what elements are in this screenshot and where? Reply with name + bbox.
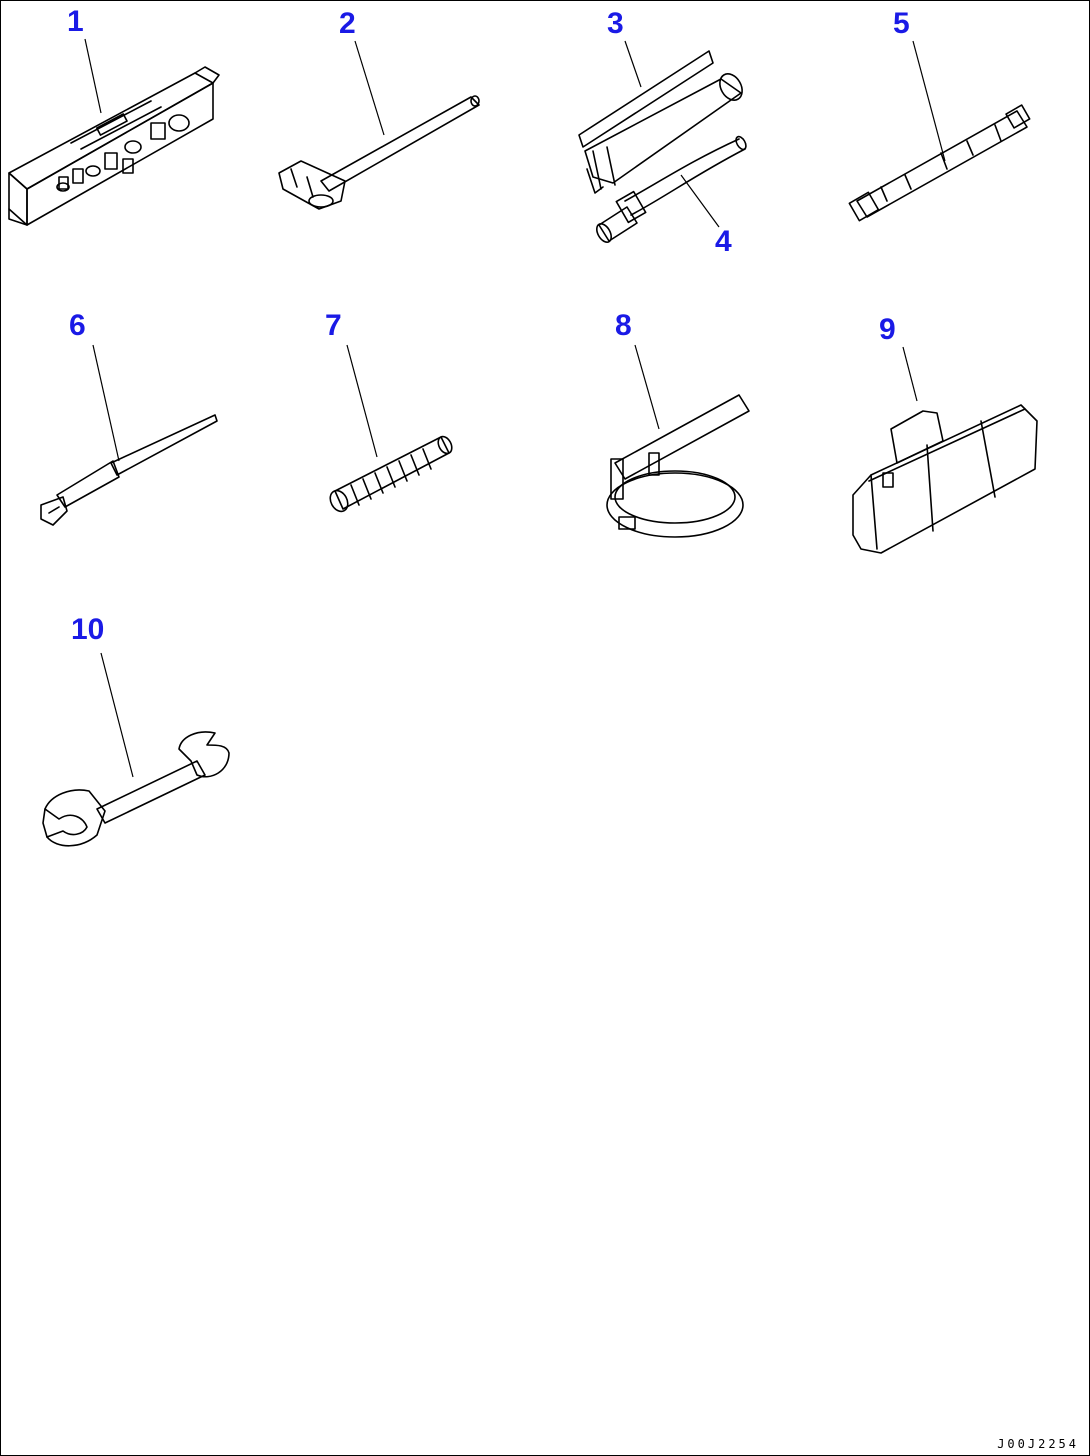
grease-hose-drawing: [595, 135, 747, 243]
open-end-wrench-drawing: [42, 731, 230, 847]
leader-4: [680, 174, 720, 228]
leader-5: [912, 40, 946, 162]
part-label-2: 2: [339, 7, 356, 40]
leader-2: [354, 40, 385, 136]
grease-gun-drawing: [578, 50, 743, 194]
part-label-5: 5: [893, 7, 910, 40]
part-label-6: 6: [69, 309, 86, 342]
part-label-3: 3: [607, 7, 624, 40]
pry-bar-drawing: [40, 414, 218, 526]
part-label-8: 8: [615, 309, 632, 342]
tool-bag-drawing: [852, 404, 1038, 554]
drawing-code: J00J2254: [997, 1437, 1079, 1451]
part-label-4: 4: [715, 225, 732, 258]
filter-wrench-drawing: [606, 394, 750, 538]
socket-set-case-drawing: [8, 66, 220, 226]
part-label-9: 9: [879, 313, 896, 346]
leader-6: [92, 344, 120, 462]
part-label-7: 7: [325, 309, 342, 342]
leader-3: [624, 40, 642, 88]
part-label-10: 10: [71, 613, 105, 646]
t-handle-drawing: [278, 95, 480, 210]
leader-8: [634, 344, 660, 430]
leader-10: [100, 652, 134, 778]
leader-lines: [84, 38, 946, 778]
part-label-1: 1: [67, 5, 84, 38]
spring-drawing: [329, 435, 453, 513]
leader-1: [84, 38, 102, 114]
leader-7: [346, 344, 378, 458]
leader-9: [902, 346, 918, 402]
extension-bar-drawing: [848, 104, 1031, 222]
